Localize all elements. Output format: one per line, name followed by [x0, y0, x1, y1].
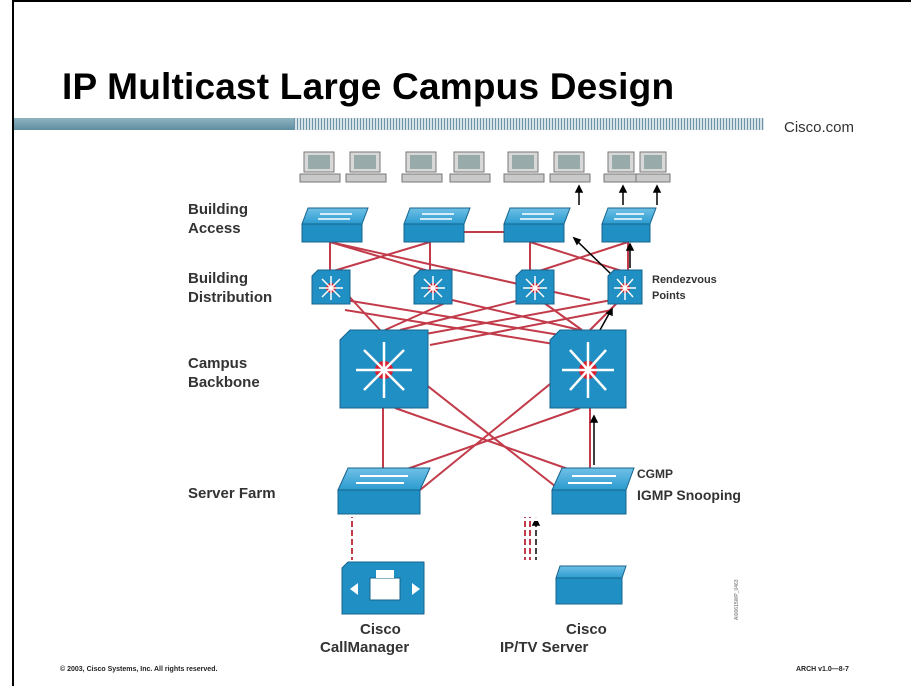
backbone-switches [339, 329, 627, 409]
distribution-switch [311, 269, 351, 305]
course-code-footer: ARCH v1.0—8-7 [796, 666, 849, 673]
figure-id: AI00615WP_0463 [734, 579, 740, 620]
pc-icon [449, 151, 491, 183]
pc-row [299, 151, 671, 183]
pc-icon [299, 151, 341, 183]
slide-title: IP Multicast Large Campus Design [62, 66, 675, 107]
label-callmanager-2: CallManager [320, 639, 409, 656]
callmanager-server [341, 561, 425, 615]
label-building-distribution-2: Distribution [188, 289, 272, 306]
access-switch [301, 207, 369, 243]
copyright-footer: © 2003, Cisco Systems, Inc. All rights r… [60, 666, 218, 673]
pc-icon [603, 151, 639, 183]
title-rule [14, 116, 911, 130]
access-switches [301, 207, 657, 243]
brand-label: Cisco.com [784, 119, 855, 136]
distribution-switches [311, 269, 643, 305]
label-iptv-2: IP/TV Server [500, 639, 589, 656]
slide-frame-left [12, 0, 14, 686]
server-farm-switch [551, 467, 635, 515]
pc-icon [401, 151, 443, 183]
label-rendezvous-2: Points [652, 290, 686, 302]
slide-frame-top [12, 0, 911, 2]
pc-icon [503, 151, 545, 183]
access-switch [601, 207, 657, 243]
distribution-switch-rendezvous [607, 269, 643, 305]
backbone-switch [549, 329, 627, 409]
label-building-access-2: Access [188, 220, 241, 237]
title-rule-solid [14, 118, 314, 130]
access-switch [403, 207, 471, 243]
access-switch [503, 207, 571, 243]
label-server-farm: Server Farm [188, 485, 276, 502]
pc-icon [549, 151, 591, 183]
label-cgmp: CGMP [637, 467, 673, 481]
iptv-server [555, 565, 627, 605]
label-iptv-1: Cisco [566, 621, 607, 638]
label-building-distribution-1: Building [188, 270, 248, 287]
label-campus-backbone-2: Backbone [188, 374, 260, 391]
label-callmanager-1: Cisco [360, 621, 401, 638]
server-farm-switch [337, 467, 431, 515]
banding [180, 518, 740, 557]
label-igmp-snooping: IGMP Snooping [637, 487, 741, 503]
distribution-switch [413, 269, 453, 305]
distribution-switch [515, 269, 555, 305]
pc-icon [635, 151, 671, 183]
backbone-switch [339, 329, 429, 409]
pc-icon [345, 151, 387, 183]
label-building-access-1: Building [188, 201, 248, 218]
label-campus-backbone-1: Campus [188, 355, 247, 372]
title-rule-stripes [294, 118, 764, 130]
server-farm-switches [337, 467, 635, 515]
label-rendezvous-1: Rendezvous [652, 274, 717, 286]
